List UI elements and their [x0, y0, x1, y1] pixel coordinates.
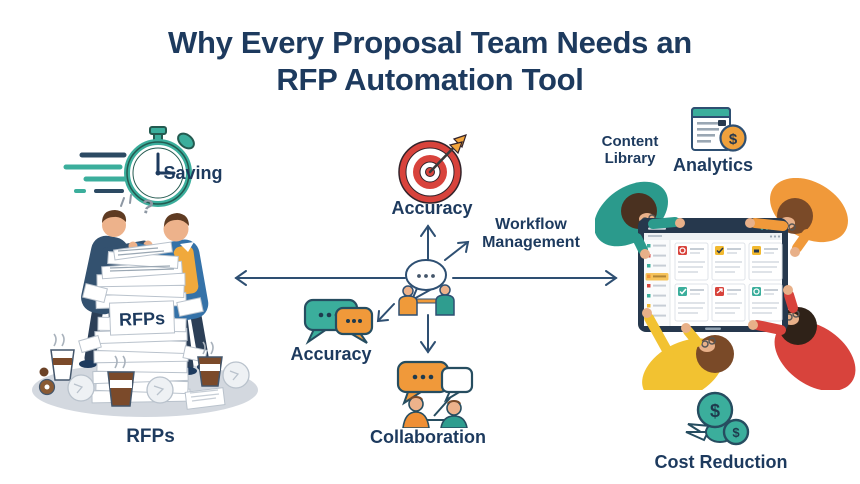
stopwatch-speed-icon [63, 126, 195, 207]
person-bottom-left-yellow [642, 335, 734, 390]
workflow-management-label: Workflow Management [474, 216, 588, 253]
cost-reduction-label: Cost Reduction [654, 452, 788, 472]
question-mark: ? [139, 195, 156, 219]
coffee-cup-right [197, 341, 223, 387]
dollar-glyph-large: $ [710, 401, 720, 421]
arrow-right [452, 270, 618, 286]
workflow-label-line2: Management [482, 234, 580, 252]
arrow-down [420, 314, 436, 354]
crumpled-paper-balls [67, 361, 250, 404]
team-around-dashboard-illustration [595, 178, 856, 390]
accuracy-top-label: Accuracy [391, 198, 473, 218]
dartboard-arrow-icon [398, 134, 467, 204]
page-title-line1: Why Every Proposal Team Needs an [168, 25, 692, 60]
money-coins-icon: $ $ [685, 391, 750, 446]
dollar-glyph: $ [729, 131, 738, 148]
page-title-line2: RFP Automation Tool [276, 62, 584, 98]
document-dollar-icon: $ [691, 107, 747, 152]
page-title: Why Every Proposal Team Needs an RFP Aut… [0, 24, 860, 98]
coffee-cup-center [107, 355, 135, 407]
collaboration-label: Collaboration [370, 427, 486, 447]
analytics-label: Analytics [672, 155, 754, 175]
workflow-label-line1: Workflow [495, 216, 567, 233]
rfps-label-sheet [108, 300, 176, 336]
overworked-team-rfp-stack-illustration: ? [32, 194, 258, 417]
dashboard-tablet [638, 218, 788, 332]
content-library-label: Content Library [601, 133, 659, 168]
rfps-stack-label: RFPs [119, 308, 166, 330]
rfps-caption: RFPs [126, 426, 175, 447]
people-network-icon [396, 360, 474, 428]
donut [38, 367, 56, 396]
accuracy-chat-label: Accuracy [290, 344, 372, 364]
hands-on-tablet [632, 217, 812, 359]
dashboard-cards [674, 242, 783, 322]
team-discussion-bubble-icon [398, 259, 455, 316]
chat-bubbles-icon [303, 298, 374, 345]
sidebar-items [645, 244, 669, 318]
person-bottom-right-red [774, 307, 856, 390]
dollar-glyph-small: $ [732, 425, 740, 440]
dropped-sheet [184, 387, 226, 410]
coffee-cup-left [50, 333, 75, 381]
saving-label: Saving [163, 163, 223, 183]
